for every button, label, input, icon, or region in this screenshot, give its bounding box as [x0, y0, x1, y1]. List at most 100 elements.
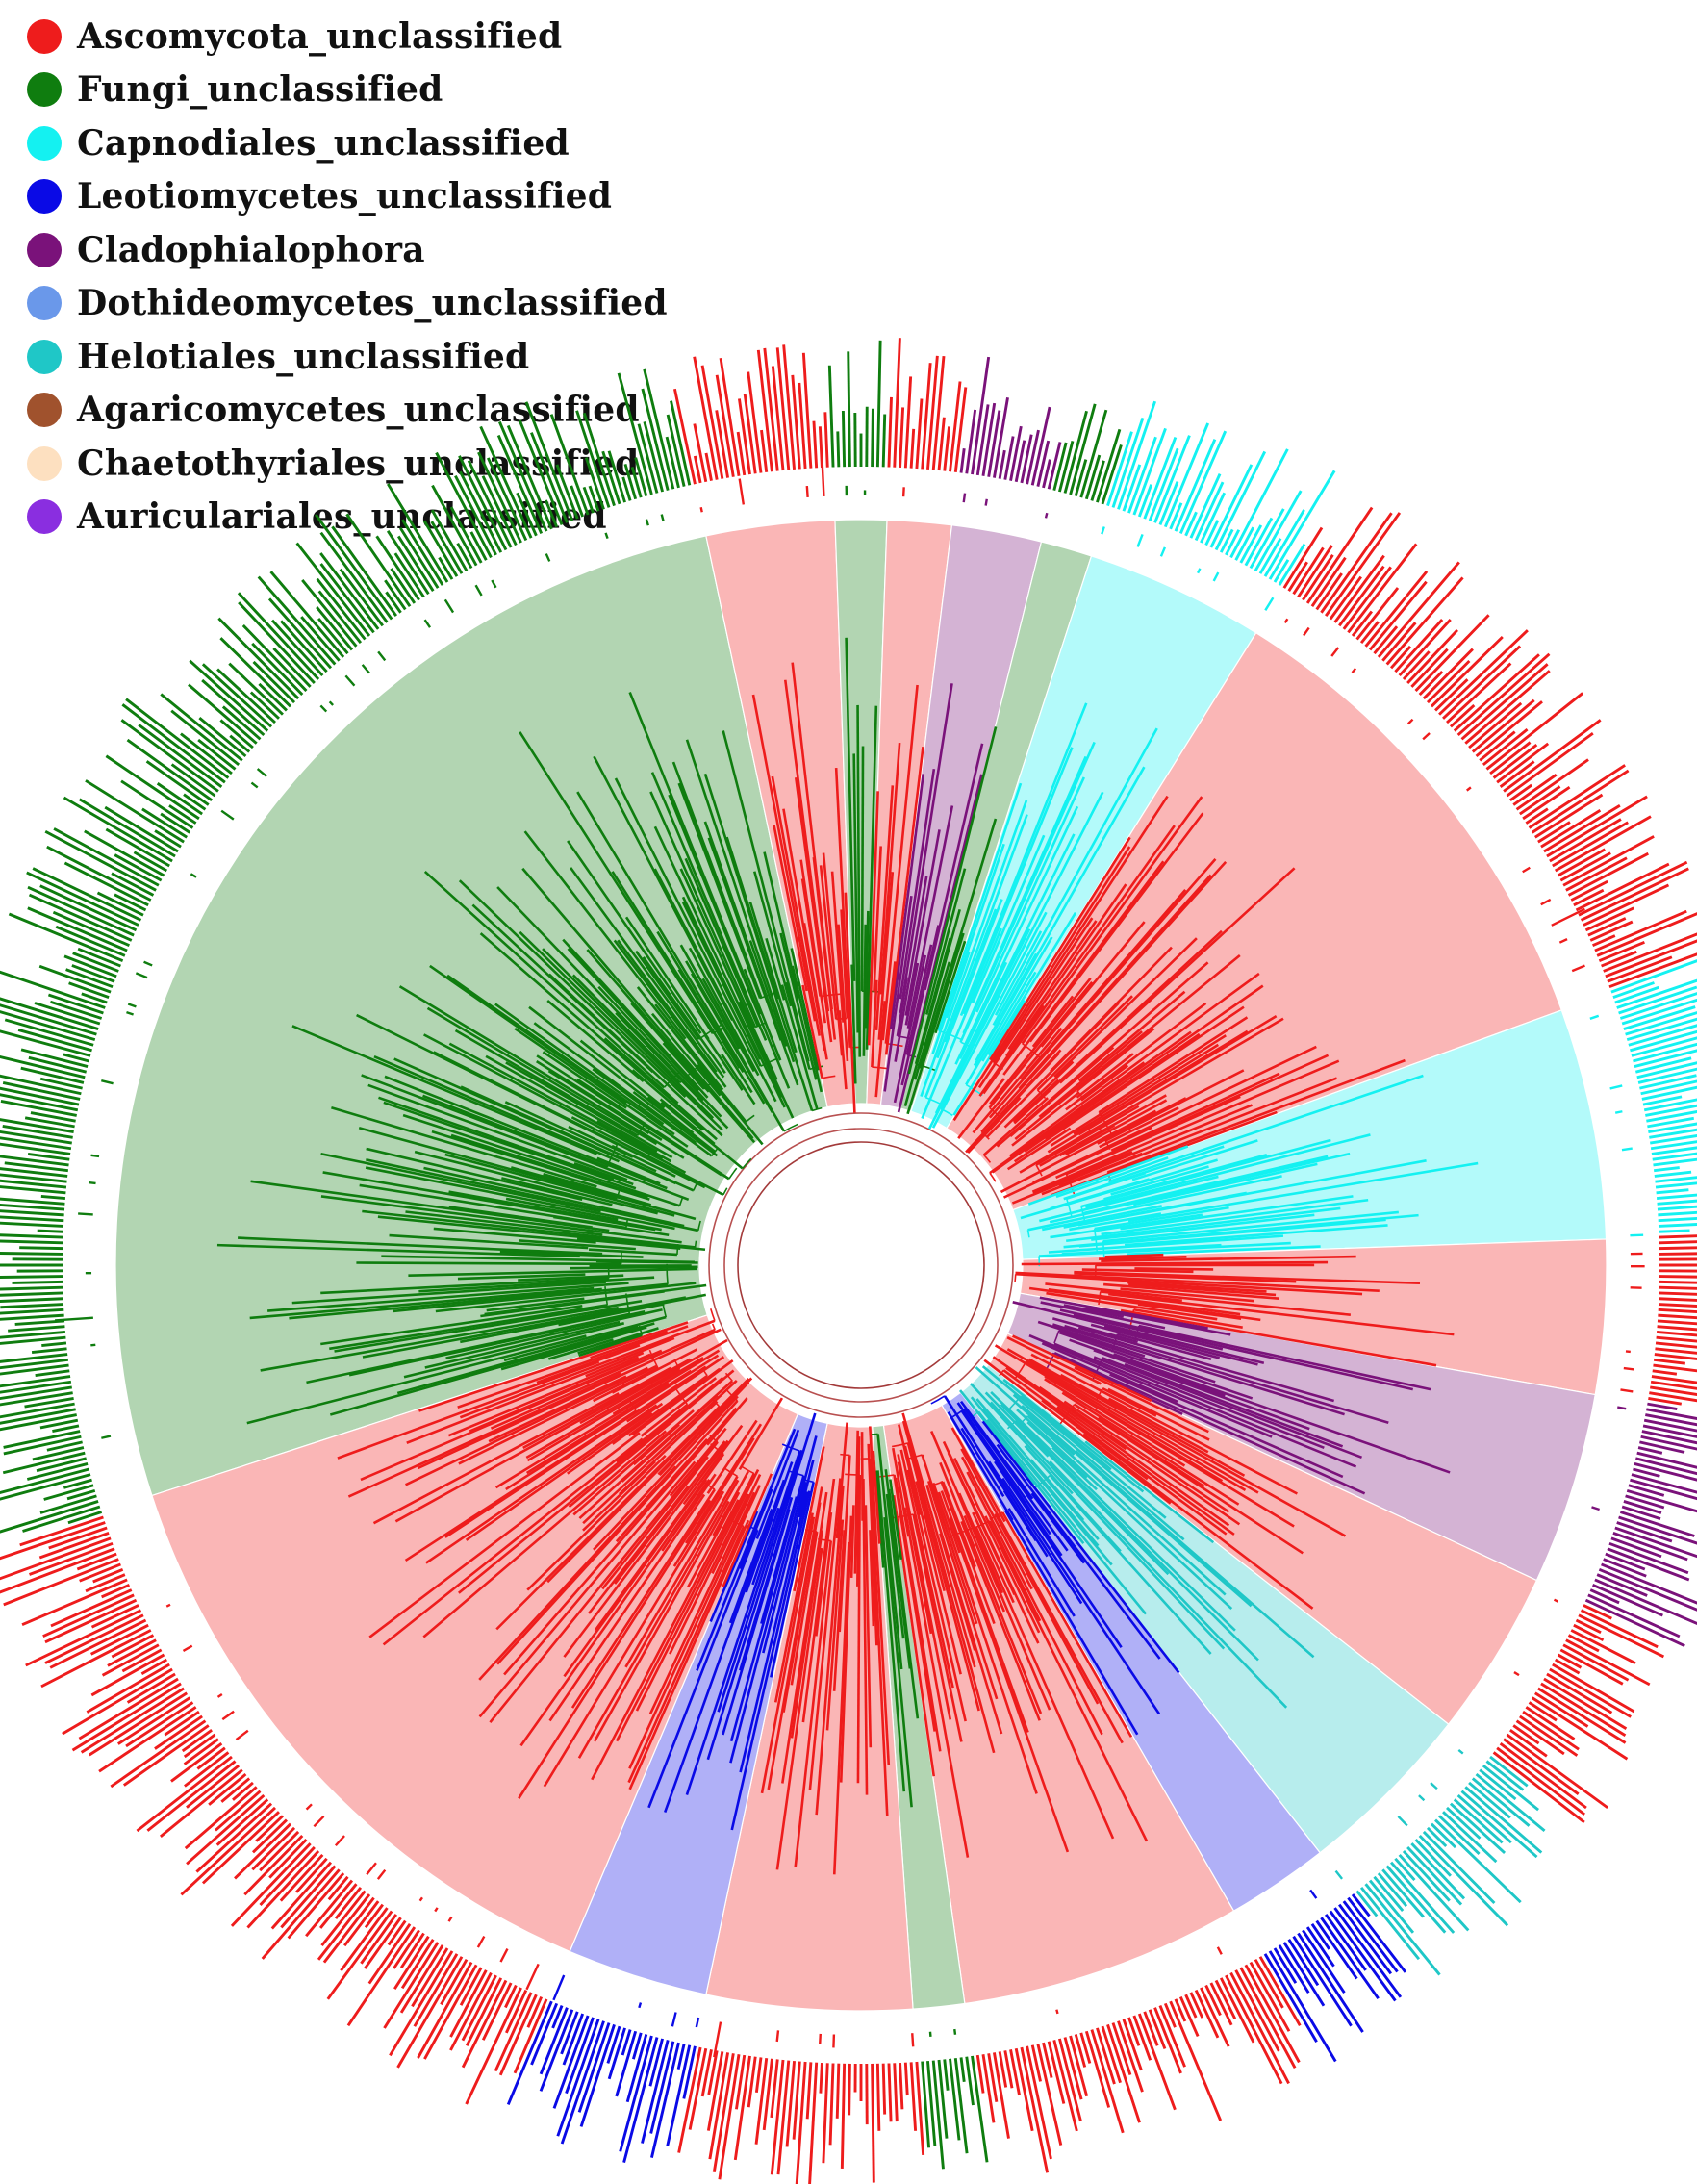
abundance-bar [430, 521, 464, 574]
clade-sector [910, 555, 1257, 1130]
abundance-bar [915, 2061, 925, 2155]
abundance-bar [317, 590, 363, 645]
tree-node-arc [728, 1167, 738, 1180]
mid-ring-tick [165, 1603, 171, 1608]
tree-branch [1030, 1353, 1298, 1495]
legend-item: Fungi_unclassified [27, 63, 758, 117]
abundance-bar [62, 1667, 173, 1736]
abundance-bar [34, 1002, 101, 1026]
tree-branch [971, 834, 1046, 1003]
abundance-bar [1320, 1917, 1380, 2000]
abundance-bar [1645, 1413, 1697, 1427]
abundance-bar [322, 1896, 375, 1964]
abundance-bar [184, 1751, 230, 1788]
abundance-bar [1567, 1634, 1600, 1653]
abundance-bar [665, 436, 680, 489]
abundance-bar [399, 1932, 425, 1969]
tree-branch [1106, 1058, 1406, 1174]
tree-branch [619, 1400, 719, 1495]
tree-branch [631, 1069, 704, 1131]
tree-branch [615, 1403, 689, 1463]
tree-branch [1063, 1304, 1124, 1319]
abundance-bar [367, 1923, 412, 1985]
tree-branch [572, 1409, 695, 1516]
tree-branch [1037, 1320, 1146, 1358]
abundance-bar [1394, 619, 1444, 673]
abundance-bar [1287, 1939, 1320, 1987]
tree-branch [1012, 1079, 1060, 1123]
tree-branch [418, 1321, 689, 1412]
abundance-bar [682, 2045, 697, 2099]
abundance-bar [1225, 1974, 1283, 2085]
abundance-bar [1499, 760, 1535, 788]
tree-node-arc [818, 1537, 831, 1542]
abundance-bar [1479, 1768, 1517, 1801]
abundance-bar [1659, 1297, 1697, 1302]
abundance-bar [1525, 807, 1549, 825]
mid-ring-tick [1330, 647, 1340, 657]
abundance-bar [107, 1638, 157, 1667]
abundance-bar [423, 1964, 478, 2060]
abundance-bar [921, 363, 932, 470]
tree-branch [458, 879, 687, 1099]
mid-ring-tick [1055, 2009, 1059, 2015]
abundance-bar [827, 365, 835, 468]
mid-ring-tick [1212, 571, 1220, 582]
tree-branch [594, 1453, 725, 1631]
tree-branch [1077, 990, 1186, 1082]
abundance-bar [1456, 1793, 1512, 1844]
tree-branch [876, 1470, 906, 1792]
tree-branch [868, 1426, 891, 1765]
abundance-bar [840, 2063, 847, 2169]
tree-branch [585, 1351, 645, 1378]
tree-branch [624, 1475, 739, 1668]
abundance-bar [631, 2032, 643, 2060]
tree-branch [657, 1377, 753, 1476]
tree-branch [717, 1449, 803, 1713]
abundance-bar [385, 591, 402, 614]
abundance-bar [1449, 703, 1476, 728]
tree-branch [845, 637, 856, 981]
abundance-bar [1565, 856, 1628, 892]
tree-branch [617, 939, 718, 1073]
abundance-bar [498, 1994, 538, 2076]
tree-branch [748, 940, 788, 1047]
abundance-bar [875, 2063, 881, 2131]
abundance-bar [819, 2062, 823, 2094]
abundance-bar [1554, 815, 1652, 873]
abundance-bar [1047, 442, 1062, 490]
tree-branch [337, 1360, 600, 1460]
abundance-bar [1552, 1663, 1635, 1714]
tree-branch [677, 782, 762, 999]
legend-label: Cladophialophora [77, 229, 425, 270]
abundance-bar [72, 952, 119, 973]
abundance-bar [1442, 645, 1522, 720]
abundance-bar [1519, 785, 1561, 816]
tree-branch [1138, 1324, 1431, 1391]
abundance-bar [1446, 662, 1512, 724]
tree-branch [856, 704, 862, 1057]
tree-branch [526, 1454, 667, 1591]
tree-branch [1069, 1212, 1162, 1232]
abundance-bar [1174, 439, 1217, 532]
abundance-bar [1482, 728, 1529, 767]
abundance-bar [458, 455, 508, 551]
tree-branch [790, 948, 820, 1071]
abundance-bar [1496, 1746, 1586, 1816]
abundance-bar [805, 2062, 813, 2120]
tree-branch [1076, 1028, 1155, 1092]
abundance-bar [1614, 985, 1659, 1004]
abundance-bar [28, 1055, 88, 1074]
tree-branch [627, 1367, 721, 1437]
abundance-bar [708, 2052, 730, 2160]
abundance-bar [481, 475, 518, 546]
abundance-bar [1143, 436, 1178, 520]
abundance-bar [1640, 1435, 1697, 1451]
tree-branch [980, 860, 1228, 1133]
tree-branch [403, 1322, 625, 1379]
abundance-bar [1153, 2007, 1182, 2074]
abundance-bar [1158, 2005, 1186, 2068]
tree-branch [921, 1454, 978, 1625]
abundance-bar [1106, 2023, 1141, 2123]
tree-branch [685, 739, 796, 1063]
